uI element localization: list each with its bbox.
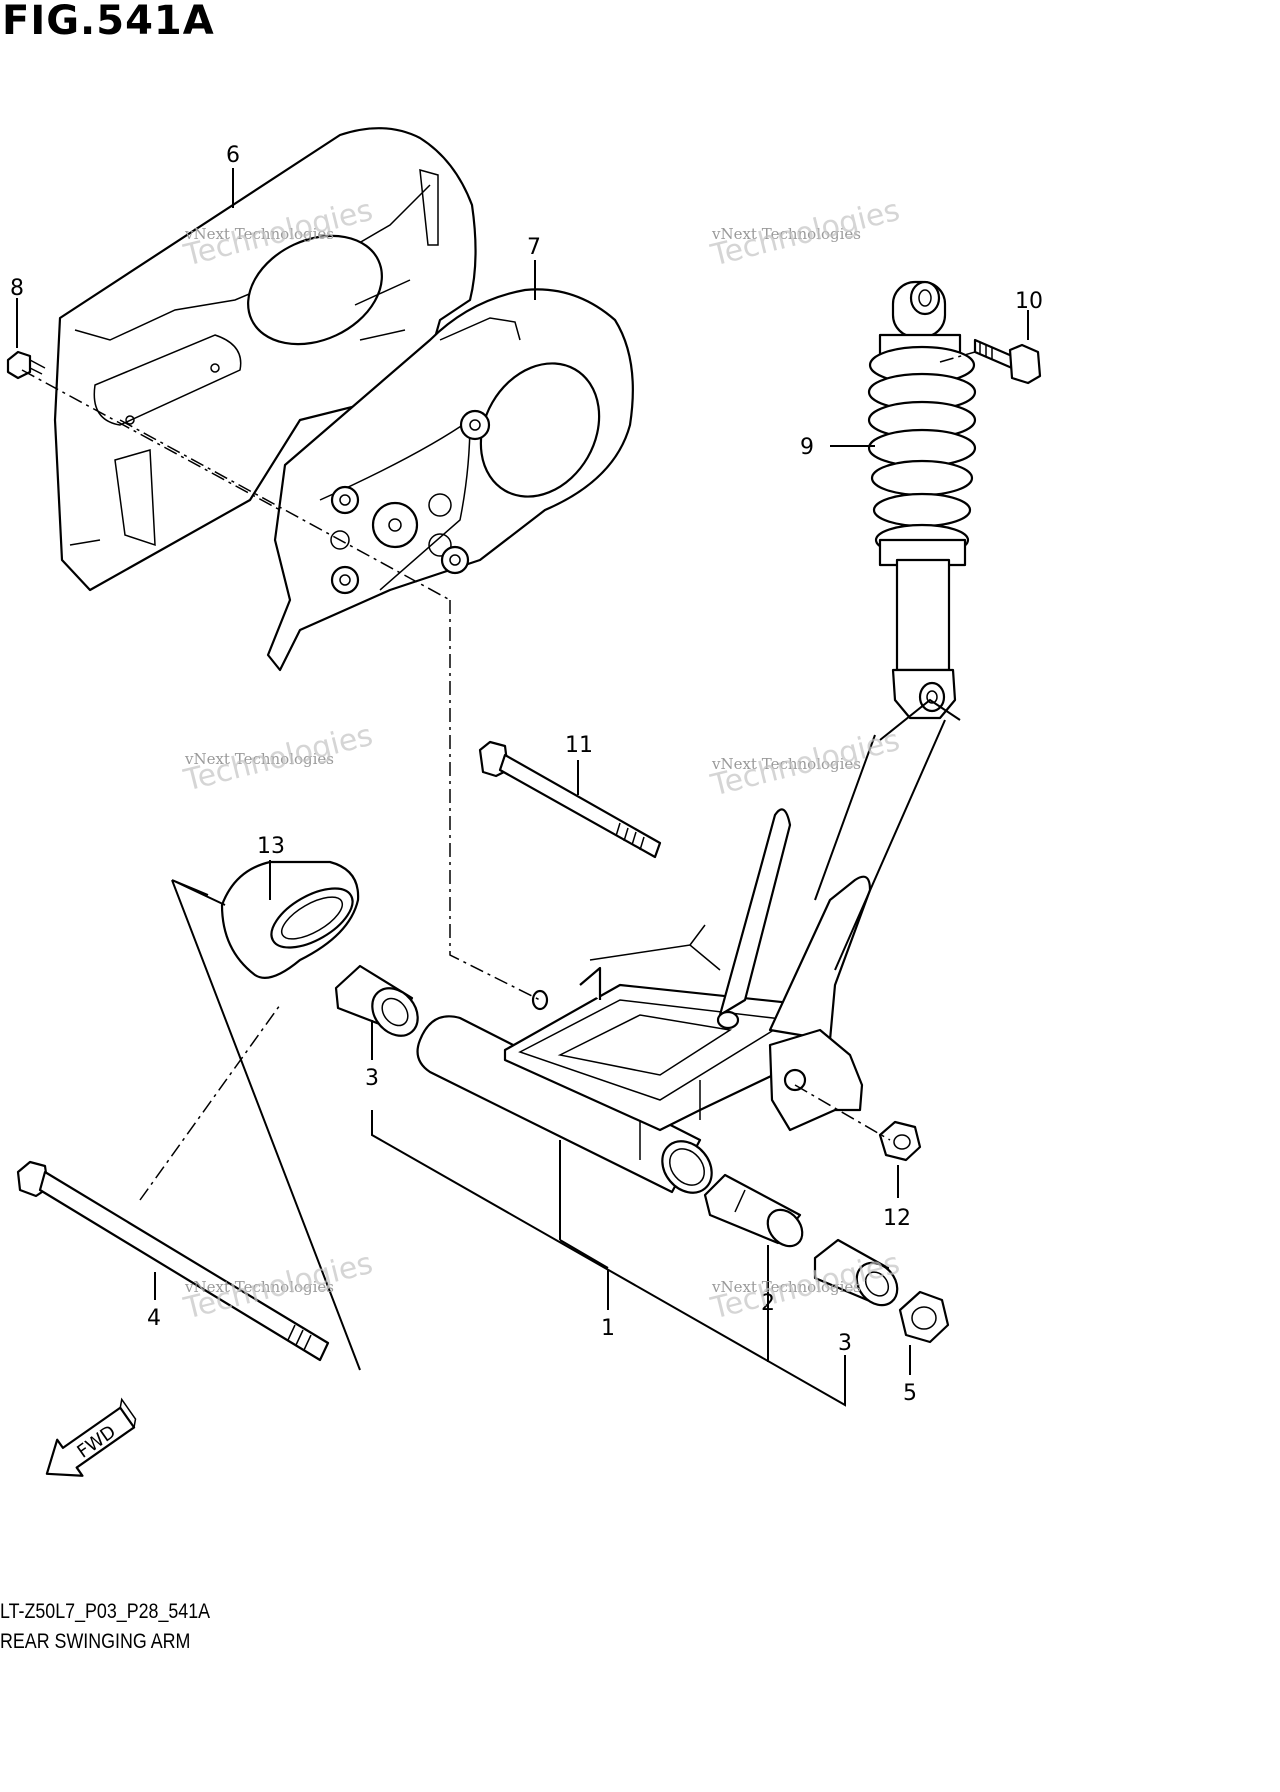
- callout-3-upper: 3: [365, 1066, 379, 1091]
- part-6-chain-cover-outer: [53, 127, 477, 592]
- part-13-chain-slider: [220, 860, 360, 979]
- part-3-bushing-lower: [813, 1238, 899, 1307]
- part-4-pivot-bolt: [16, 1160, 330, 1362]
- callout-1: 1: [601, 1316, 615, 1341]
- part-5-nut: [898, 1290, 950, 1344]
- callout-6: 6: [226, 143, 240, 168]
- part-2-collar: [703, 1173, 804, 1248]
- part-11-long-bolt: [478, 740, 662, 859]
- figure-code: LT-Z50L7_P03_P28_541A: [0, 1600, 211, 1623]
- callout-labels: 6 7 8 9 10 11 13 3 12 4 1 2 3 5: [10, 143, 1043, 1406]
- callout-4: 4: [147, 1306, 161, 1331]
- callout-8: 8: [10, 276, 24, 301]
- callout-13: 13: [257, 834, 285, 859]
- part-10-shock-bolt: [973, 338, 1042, 385]
- callout-10: 10: [1015, 289, 1043, 314]
- part-9-rear-shock: [867, 280, 977, 720]
- part-1-swinging-arm: [416, 808, 872, 1194]
- callout-5: 5: [903, 1381, 917, 1406]
- figure-title: FIG.541A: [2, 0, 215, 44]
- callout-7: 7: [527, 235, 541, 260]
- part-3-bushing-upper: [334, 964, 419, 1037]
- callout-11: 11: [565, 733, 593, 758]
- leader-lines: [16, 168, 1029, 1407]
- callout-12: 12: [883, 1206, 911, 1231]
- callout-9: 9: [800, 435, 814, 460]
- callout-3-lower: 3: [838, 1331, 852, 1356]
- figure-name: REAR SWINGING ARM: [0, 1630, 191, 1653]
- part-8-bolt: [6, 350, 46, 380]
- fwd-arrow: FWD: [45, 1397, 137, 1477]
- part-12-nut: [878, 1120, 922, 1162]
- callout-2: 2: [761, 1291, 775, 1316]
- part-7-chain-cover-inner: [266, 288, 634, 672]
- shock-spring: [867, 345, 977, 567]
